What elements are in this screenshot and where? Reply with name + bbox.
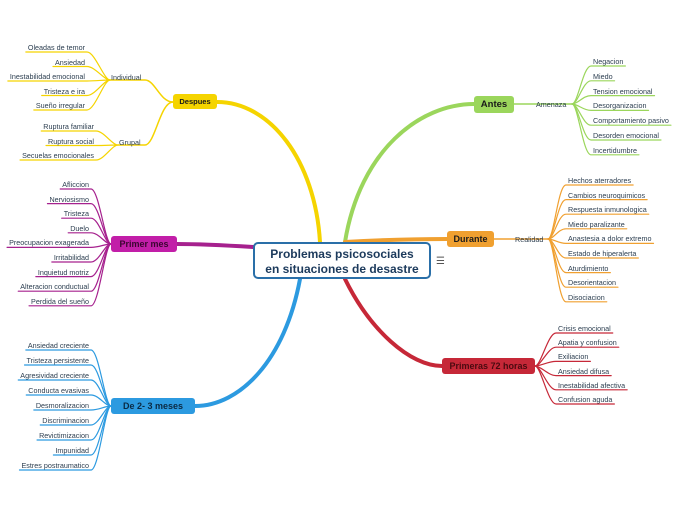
dos-tres-item[interactable]: Estres postraumatico xyxy=(21,461,89,470)
central-topic[interactable]: Problemas psicosociales en situaciones d… xyxy=(253,242,431,279)
central-topic-line1: Problemas psicosociales xyxy=(270,247,414,261)
topic-primeras-72-horas[interactable]: Primeras 72 horas xyxy=(442,358,535,374)
primer-mes-item[interactable]: Irritabilidad xyxy=(53,253,89,262)
primeras-item[interactable]: Inestabilidad afectiva xyxy=(558,380,626,390)
despues-individual-item[interactable]: Ansiedad xyxy=(55,57,85,67)
topic-despues[interactable]: Despues xyxy=(173,94,217,109)
topic-durante-label: Durante xyxy=(453,234,488,244)
dos-tres-item[interactable]: Impunidad xyxy=(55,446,89,455)
despues-individual-item[interactable]: Tristeza e ira xyxy=(43,86,85,96)
antes-connector xyxy=(571,103,640,156)
primeras-item[interactable]: Exiliacion xyxy=(558,352,589,362)
subtopic-amenaza[interactable]: Amenaza xyxy=(536,100,567,109)
topic-antes[interactable]: Antes xyxy=(474,96,514,113)
primer-mes-item[interactable]: Inquietud motriz xyxy=(37,267,89,277)
durante-item[interactable]: Desorientacion xyxy=(568,278,616,288)
topic-primeras-label: Primeras 72 horas xyxy=(449,361,528,371)
primeras-item[interactable]: Crisis emocional xyxy=(558,324,611,333)
despues-individual-item[interactable]: Inestabilidad emocional xyxy=(9,72,85,81)
branch-despues-grupal xyxy=(117,101,174,146)
antes-item[interactable]: Comportamiento pasivo xyxy=(593,116,669,126)
durante-connector xyxy=(547,238,608,303)
dos-tres-item[interactable]: Ansiedad creciente xyxy=(27,341,89,350)
subtopic-grupal[interactable]: Grupal xyxy=(119,138,141,147)
topic-de-2-3-meses[interactable]: De 2- 3 meses xyxy=(111,398,195,414)
topic-primer-mes[interactable]: Primer mes xyxy=(111,236,177,252)
branch-despues-individual xyxy=(109,79,174,103)
topic-dos-tres-label: De 2- 3 meses xyxy=(122,401,184,411)
primer-mes-item[interactable]: Perdida del sueño xyxy=(31,296,89,306)
dos-tres-item[interactable]: Tristeza persistente xyxy=(26,356,89,365)
antes-item[interactable]: Negacion xyxy=(593,57,624,66)
despues-individual-item[interactable]: Oleadas de temor xyxy=(27,43,85,52)
dos-tres-item[interactable]: Discriminacion xyxy=(42,416,89,425)
topic-durante[interactable]: Durante xyxy=(447,231,494,247)
primer-mes-item[interactable]: Nerviosismo xyxy=(49,194,89,204)
durante-item[interactable]: Disociacion xyxy=(568,292,605,302)
branch-dos-tres xyxy=(193,277,302,408)
antes-item[interactable]: Desorganizacion xyxy=(593,101,647,111)
dos-tres-item[interactable]: Conducta evasivas xyxy=(28,386,89,395)
antes-item[interactable]: Tension emocional xyxy=(593,86,653,96)
branch-primer-mes xyxy=(175,242,255,249)
topic-despues-label: Despues xyxy=(179,97,211,106)
durante-item[interactable]: Anastesia a dolor extremo xyxy=(568,234,652,244)
despues-individual-item[interactable]: Sueño irregular xyxy=(35,101,85,110)
antes-item[interactable]: Desorden emocional xyxy=(593,131,659,140)
durante-item[interactable]: Estado de hiperalerta xyxy=(568,249,637,258)
primeras-connector xyxy=(534,365,615,405)
durante-item[interactable]: Cambios neuroquimicos xyxy=(568,190,646,200)
primeras-item[interactable]: Confusion aguda xyxy=(558,395,613,404)
topic-antes-label: Antes xyxy=(480,99,508,110)
primer-mes-item[interactable]: Preocupacion exagerada xyxy=(9,238,89,248)
primer-mes-item[interactable]: Afliccion xyxy=(62,180,89,189)
dos-tres-item[interactable]: Revictimizacion xyxy=(39,431,89,440)
branch-primeras xyxy=(343,277,444,368)
topic-primer-mes-label: Primer mes xyxy=(119,239,169,249)
antes-item[interactable]: Incertidumbre xyxy=(593,145,637,155)
primeras-item[interactable]: Ansiedad difusa xyxy=(558,366,610,376)
antes-item[interactable]: Miedo xyxy=(593,71,613,81)
durante-item[interactable]: Hechos aterradores xyxy=(568,176,632,185)
subtopic-individual[interactable]: Individual xyxy=(111,73,142,82)
primeras-item[interactable]: Apatia y confusion xyxy=(558,338,617,348)
despues-individual-connector xyxy=(33,79,111,111)
primer-mes-item[interactable]: Alteracion conductual xyxy=(20,282,89,292)
notes-menu-icon[interactable]: ☰ xyxy=(436,256,445,267)
primer-mes-connector xyxy=(28,243,112,307)
dos-tres-item[interactable]: Desmoralizacion xyxy=(35,401,89,410)
despues-grupal-item[interactable]: Ruptura familiar xyxy=(43,122,94,131)
primer-mes-item[interactable]: Duelo xyxy=(70,223,89,233)
durante-item[interactable]: Respuesta inmunologica xyxy=(568,205,647,215)
durante-item[interactable]: Miedo paralizante xyxy=(568,219,625,229)
branch-despues xyxy=(215,100,322,244)
branch-durante xyxy=(343,237,449,244)
central-topic-line2: en situaciones de desastre xyxy=(265,262,419,276)
despues-grupal-item[interactable]: Ruptura social xyxy=(48,136,94,146)
dos-tres-item[interactable]: Agresividad creciente xyxy=(20,371,89,380)
subtopic-realidad[interactable]: Realidad xyxy=(515,235,544,244)
despues-grupal-connector xyxy=(19,144,119,161)
primeras-connector xyxy=(534,360,591,367)
branch-antes xyxy=(343,102,476,244)
dos-tres-connector xyxy=(18,405,112,471)
primer-mes-item[interactable]: Tristeza xyxy=(63,209,89,219)
despues-grupal-item[interactable]: Secuelas emocionales xyxy=(22,151,94,160)
durante-item[interactable]: Aturdimiento xyxy=(568,263,609,273)
